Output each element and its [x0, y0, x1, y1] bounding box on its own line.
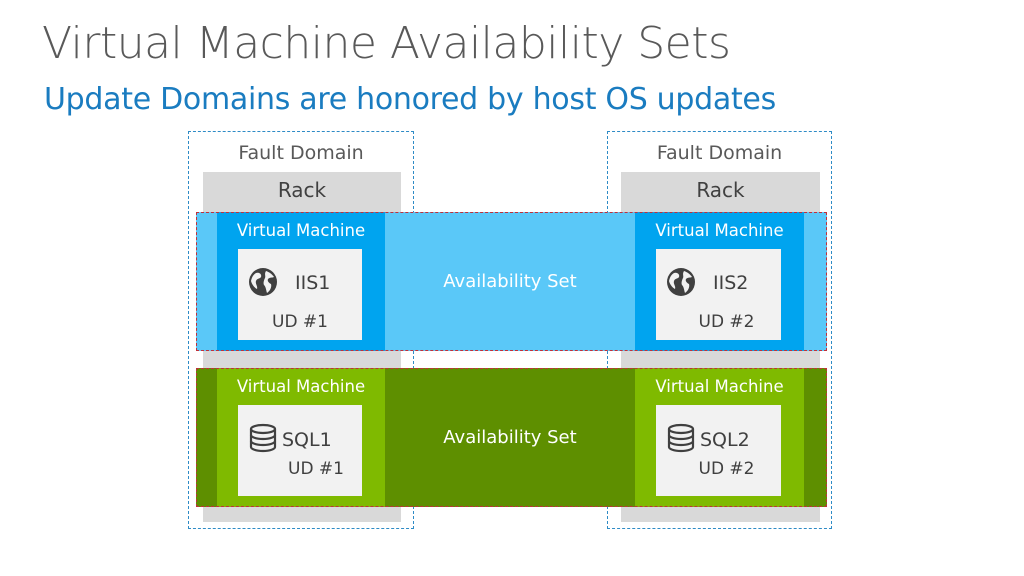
- page-title: Virtual Machine Availability Sets: [42, 18, 731, 69]
- availability-set-label: Availability Set: [443, 271, 577, 292]
- vm-card-sql2: SQL2 UD #2: [656, 405, 781, 496]
- database-icon: [249, 423, 277, 453]
- rack-label: Rack: [696, 178, 745, 202]
- virtual-machine-iis1: Virtual Machine IIS1 UD #1: [217, 212, 385, 351]
- vm-name: IIS2: [713, 272, 749, 294]
- virtual-machine-label: Virtual Machine: [655, 221, 784, 240]
- update-domain: UD #1: [288, 459, 344, 479]
- vm-name: IIS1: [295, 272, 331, 294]
- update-domain: UD #2: [698, 312, 755, 332]
- fault-domain-label: Fault Domain: [238, 142, 364, 164]
- availability-set-label: Availability Set: [443, 427, 577, 448]
- availability-set-web-border: [196, 212, 827, 351]
- virtual-machine-sql1: Virtual Machine SQL1 UD #1: [217, 368, 385, 507]
- vm-card-iis2: IIS2 UD #2: [656, 249, 781, 340]
- virtual-machine-iis2: Virtual Machine IIS2 UD #2: [635, 212, 804, 351]
- vm-card-iis1: IIS1 UD #1: [238, 249, 362, 340]
- page-subtitle: Update Domains are honored by host OS up…: [44, 82, 776, 117]
- virtual-machine-label: Virtual Machine: [655, 377, 784, 396]
- vm-name: SQL1: [282, 429, 332, 451]
- fault-domain-label: Fault Domain: [656, 142, 783, 164]
- update-domain: UD #2: [698, 459, 755, 479]
- virtual-machine-sql2: Virtual Machine SQL2 UD #2: [635, 368, 804, 507]
- virtual-machine-label: Virtual Machine: [236, 377, 366, 396]
- vm-name: SQL2: [700, 429, 750, 451]
- globe-icon: [249, 268, 277, 296]
- update-domain: UD #1: [272, 312, 328, 332]
- vm-card-sql1: SQL1 UD #1: [238, 405, 362, 496]
- rack-label: Rack: [277, 178, 327, 202]
- availability-set-sql-border: [196, 368, 827, 507]
- database-icon: [667, 423, 695, 453]
- virtual-machine-label: Virtual Machine: [236, 221, 366, 240]
- globe-icon: [667, 268, 695, 296]
